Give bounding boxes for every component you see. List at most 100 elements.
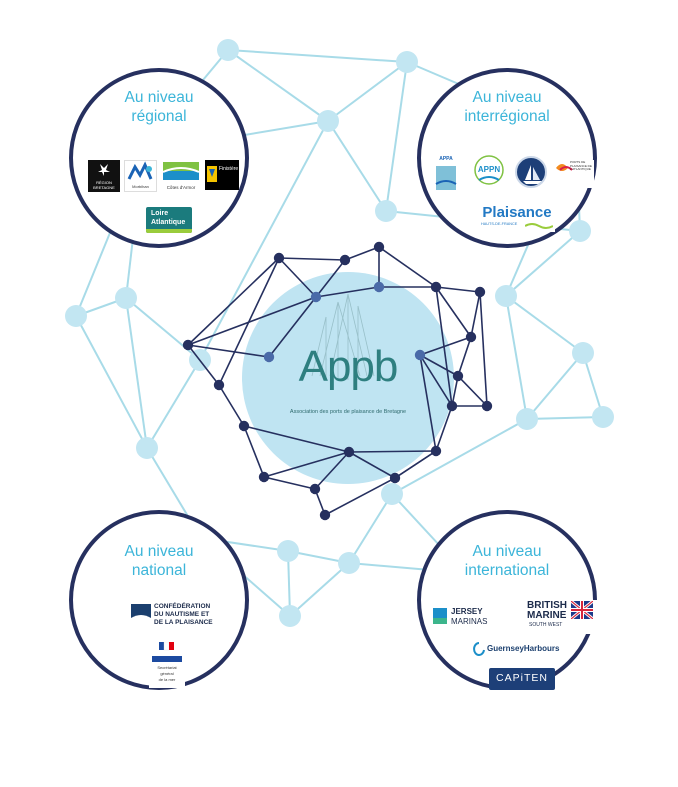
network-edge — [391, 418, 528, 495]
core-network-node — [273, 252, 285, 264]
network-node — [136, 437, 158, 459]
appb-logo-text: Appb — [298, 342, 399, 391]
core-network-node — [263, 351, 275, 363]
core-network-node — [343, 446, 355, 458]
core-network-edge — [278, 257, 317, 298]
core-network-edge — [419, 354, 459, 377]
core-network-node — [373, 241, 385, 253]
cotes-armor-mark-icon — [162, 162, 200, 180]
core-network-edge — [419, 354, 453, 407]
ports-atlantique-mark-icon — [556, 164, 573, 171]
network-edge — [526, 352, 584, 420]
network-node — [572, 342, 594, 364]
interregional-title: Au niveau interrégional — [464, 89, 550, 125]
core-network-node — [309, 483, 321, 495]
regional-title: Au niveau régional — [124, 89, 194, 125]
core-network-edge — [435, 286, 481, 293]
core-network-node — [258, 471, 270, 483]
core-network-edge — [243, 425, 350, 453]
guernsey-mark-icon — [473, 642, 485, 656]
core-network-edge — [187, 344, 220, 386]
core-network-node — [430, 445, 442, 457]
secretariat-mer-logo: Secrétariat général de la mer — [149, 642, 185, 688]
network-node — [279, 605, 301, 627]
core-network-node — [452, 370, 464, 382]
appn-mark-icon — [474, 155, 504, 185]
core-network-edge — [419, 336, 472, 356]
core-network-edge — [315, 286, 380, 298]
jersey-mark-icon — [433, 608, 447, 624]
network-edge — [582, 352, 604, 418]
core-network-edge — [268, 296, 317, 358]
network-edge — [348, 493, 393, 564]
network-node — [338, 552, 360, 574]
loire-atlantique-logo: Loire Atlantique — [146, 207, 192, 233]
core-network-node — [238, 420, 250, 432]
pao-roundel-logo — [515, 156, 547, 188]
confederation-nautisme-logo: CONFÉDÉRATION DU NAUTISME ET DE LA PLAIS… — [131, 602, 215, 628]
core-network-node — [446, 400, 458, 412]
core-network-edge — [457, 336, 472, 377]
core-network-node — [414, 349, 426, 361]
plaisance-hdf-logo: Plaisance HAUTS-DE-FRANCE — [479, 204, 555, 232]
network-edge — [75, 315, 148, 449]
core-network-node — [481, 400, 493, 412]
finistere-mark-icon — [207, 166, 217, 182]
core-network-edge — [435, 405, 453, 452]
network-edge — [327, 61, 408, 122]
core-network-edge — [378, 246, 437, 288]
network-node — [381, 483, 403, 505]
network-node — [115, 287, 137, 309]
core-network-node — [310, 291, 322, 303]
capiten-logo: CAPiTEN — [489, 668, 555, 690]
core-network-node — [465, 331, 477, 343]
core-network-edge — [243, 425, 265, 478]
network-edge — [505, 295, 528, 420]
network-node — [65, 305, 87, 327]
british-marine-logo: BRITISH MARINE SOUTH WEST — [527, 600, 597, 634]
national-title: Au niveau national — [124, 543, 194, 579]
core-network-edge — [315, 259, 346, 298]
network-node — [277, 540, 299, 562]
network-edge — [289, 562, 350, 617]
network-edge — [199, 120, 329, 361]
cotes-armor-logo: Côtes d'Armor — [161, 160, 201, 192]
core-network-edge — [435, 286, 453, 407]
core-network-edge — [218, 384, 245, 427]
network-edge — [327, 120, 387, 212]
national-circle: Au niveau national CONFÉDÉRATION DU NAUT… — [69, 510, 249, 690]
network-node — [495, 285, 517, 307]
core-network-node — [373, 281, 385, 293]
core-network-edge — [419, 354, 437, 452]
network-edge — [505, 230, 581, 297]
international-title: Au niveau international — [464, 543, 550, 579]
network-node — [569, 220, 591, 242]
core-network-edge — [479, 291, 488, 407]
network-edge — [227, 49, 329, 122]
core-network-edge — [187, 296, 317, 346]
network-edge — [146, 359, 201, 449]
guernsey-harbours-logo: GuernseyHarbours — [473, 642, 567, 658]
network-edge — [385, 61, 408, 212]
core-network-node — [389, 472, 401, 484]
core-network-edge — [324, 477, 396, 516]
network-edge — [227, 49, 408, 63]
sailboat-masts-icon — [311, 293, 375, 380]
region-bretagne-logo: RÉGION BRETAGNE — [88, 160, 120, 192]
core-network-edge — [348, 451, 396, 479]
network-node — [396, 51, 418, 73]
core-network-node — [339, 254, 351, 266]
network-edge — [505, 295, 584, 354]
international-circle: Au niveau international JERSEY MARINAS B… — [417, 510, 597, 690]
morbihan-logo: Morbihan — [124, 160, 157, 192]
network-edge — [526, 416, 604, 420]
core-network-edge — [457, 375, 488, 407]
core-network-edge — [344, 246, 380, 261]
network-node — [516, 408, 538, 430]
marianne-icon — [152, 642, 182, 662]
core-network-edge — [278, 257, 346, 261]
core-network-node — [182, 339, 194, 351]
sailboat-icon — [523, 165, 543, 184]
regional-circle: Au niveau régional RÉGION BRETAGNE Morbi… — [69, 68, 249, 248]
